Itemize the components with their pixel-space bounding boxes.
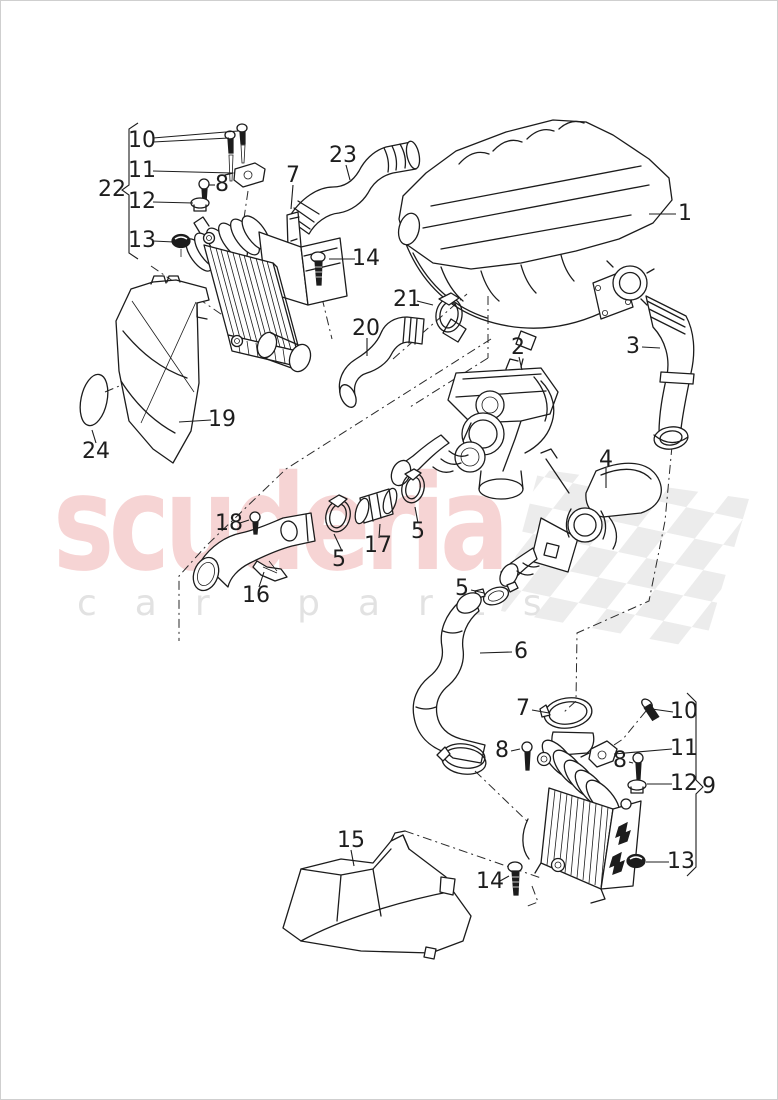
bracket-22 xyxy=(122,123,138,259)
part-oring-24 xyxy=(76,372,112,428)
part-air-duct-19 xyxy=(116,276,209,463)
part-sensor-11b xyxy=(581,741,617,767)
part-bolt-14a xyxy=(311,252,325,285)
part-clamp-5a xyxy=(322,495,353,534)
part-nut-12b xyxy=(628,780,646,793)
part-bolt-18 xyxy=(250,512,260,534)
part-left-intercooler xyxy=(181,212,347,375)
part-clamp-7b xyxy=(540,695,594,731)
part-clamp-5b xyxy=(399,469,428,505)
part-lower-intercooler xyxy=(523,732,641,903)
part-air-duct-15 xyxy=(283,831,471,959)
part-intake-hose-23 xyxy=(288,140,422,234)
part-bolts-10a xyxy=(225,124,247,181)
part-sleeve-17 xyxy=(353,487,400,525)
leader-lines xyxy=(92,131,676,881)
bracket-9 xyxy=(687,693,703,876)
part-grommet-13a xyxy=(172,235,190,258)
part-intake-manifold xyxy=(395,120,672,350)
part-hose-20 xyxy=(337,317,424,410)
part-hose-6 xyxy=(413,589,487,777)
part-grommet-13b xyxy=(627,855,645,868)
part-turbo-2 xyxy=(388,359,558,499)
part-bolt-10b xyxy=(640,697,660,721)
part-bolt-8c xyxy=(633,753,643,779)
part-bolt-8a xyxy=(522,742,532,770)
part-bolt-14b xyxy=(508,862,522,895)
part-pipe-3 xyxy=(646,296,694,451)
checkered-flag-watermark xyxy=(501,469,749,649)
part-sensor-11a xyxy=(225,163,265,187)
part-pipe-16 xyxy=(189,513,315,594)
part-nut-12a xyxy=(191,198,209,211)
part-turbo-4 xyxy=(496,449,661,589)
part-clamp-21 xyxy=(434,293,464,334)
